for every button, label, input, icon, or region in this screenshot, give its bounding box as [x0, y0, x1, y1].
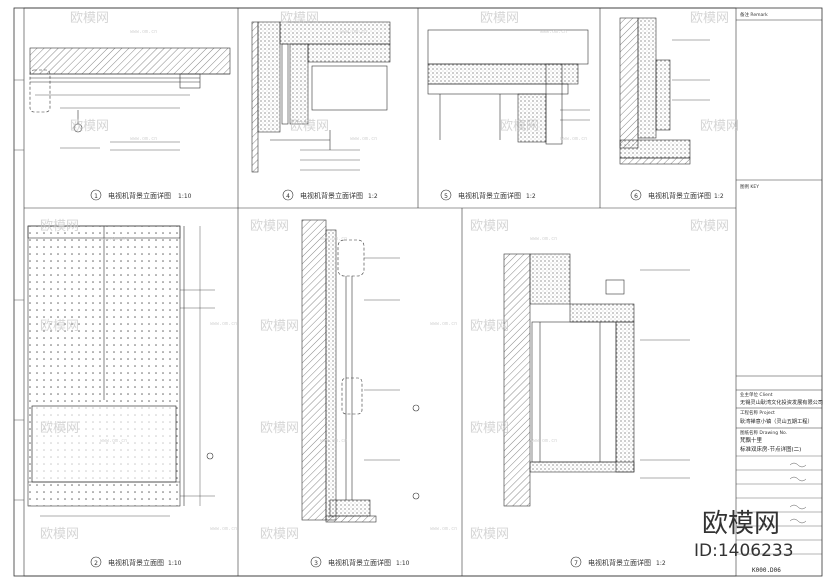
caption-detail-1: 1 电视机背景立面详图 1:10	[90, 189, 192, 201]
caption-detail-6: 6 电视机背景立面详图 1:2	[630, 189, 724, 201]
caption-title: 电视机背景立面详图	[648, 191, 711, 200]
caption-title: 电视机背景立面详图	[108, 191, 171, 200]
caption-scale: 1:10	[396, 560, 410, 567]
watermark-brand: 欧模网	[40, 527, 79, 542]
watermark-brand: 欧模网	[500, 119, 539, 134]
caption-num: 2	[94, 560, 98, 567]
drawing-label: 图纸名称 Drawing No.	[740, 429, 787, 436]
watermark-brand: 欧模网	[290, 119, 329, 134]
left-margin-strip	[14, 79, 24, 501]
caption-scale: 1:10	[178, 193, 192, 200]
watermark-brand: 欧模网	[280, 11, 319, 26]
remark-label: 备注 Remark	[740, 11, 768, 18]
watermark-site: www.om.cn	[100, 438, 127, 444]
watermark-brand: 欧模网	[470, 319, 509, 334]
drawing-title-1: 梵飘十里	[740, 436, 763, 444]
caption-title: 电视机背景立面详图	[300, 191, 363, 200]
watermark-site: www.om.cn	[530, 236, 557, 242]
watermark-brand: 欧模网	[470, 527, 509, 542]
watermark-site: www.om.cn	[210, 321, 237, 327]
watermark-brand: 欧模网	[70, 11, 109, 26]
caption-detail-7: 7 电视机背景立面详图 1:2	[570, 556, 666, 568]
caption-scale: 1:10	[168, 560, 182, 567]
watermark-site: www.om.cn	[130, 136, 157, 142]
caption-detail-4: 4 电视机背景立面详图 1:2	[282, 189, 378, 201]
project-label: 工程名称 Project	[740, 409, 775, 416]
watermark-brand: 欧模网	[260, 421, 299, 436]
watermark-brand: 欧模网	[690, 11, 729, 26]
detail-1-drawing	[29, 47, 231, 151]
detail-7-drawing	[503, 253, 690, 507]
detail-6-drawing	[619, 17, 710, 165]
watermark-site: www.om.cn	[100, 236, 127, 242]
caption-num: 7	[574, 560, 578, 567]
caption-scale: 1:2	[526, 193, 536, 200]
watermark-brand: 欧模网	[480, 11, 519, 26]
watermark-site: www.om.cn	[540, 29, 567, 35]
caption-title: 电视机背景立面详图	[328, 558, 391, 567]
watermark-site: www.om.cn	[340, 29, 367, 35]
sheet-number: K000.D06	[752, 567, 781, 574]
caption-title: 电视机背景立面图	[108, 558, 164, 567]
caption-detail-2: 2 电视机背景立面图 1:10	[90, 556, 182, 568]
caption-num: 5	[444, 193, 448, 200]
watermark-site: www.om.cn	[320, 438, 347, 444]
caption-num: 3	[314, 560, 318, 567]
watermark-site: www.om.cn	[350, 136, 377, 142]
signature-marks	[789, 462, 807, 524]
watermark-site: www.om.cn	[430, 321, 457, 327]
key-label: 图例 KEY	[740, 183, 759, 190]
watermark-site: www.om.cn	[430, 526, 457, 532]
watermark-brand: 欧模网	[70, 119, 109, 134]
project-name: 耿湾禅意小镇（灵山五期工程）	[740, 417, 813, 425]
caption-scale: 1:2	[714, 193, 724, 200]
watermark-large: 欧模网 ID:1406233	[694, 509, 794, 561]
caption-detail-3: 3 电视机背景立面详图 1:10	[310, 556, 410, 568]
watermark-brand: 欧模网	[690, 219, 729, 234]
detail-captions: 1 电视机背景立面详图 1:10 4 电视机背景立面详图 1:2 5 电视机背景…	[90, 189, 724, 568]
caption-num: 6	[634, 193, 638, 200]
detail-2-drawing	[27, 225, 215, 517]
watermark-site: www.om.cn	[130, 29, 157, 35]
watermark-brand: 欧模网	[260, 319, 299, 334]
watermark-brand: 欧模网	[700, 119, 739, 134]
watermark-brand: 欧模网	[470, 421, 509, 436]
watermark-id: ID:1406233	[694, 541, 794, 561]
caption-scale: 1:2	[368, 193, 378, 200]
watermark-brand-large: 欧模网	[702, 509, 780, 539]
watermark-brand: 欧模网	[40, 421, 79, 436]
detail-4-drawing	[251, 21, 391, 173]
watermarks: 欧模网 欧模网 欧模网 欧模网 欧模网 欧模网 欧模网 欧模网 欧模网 欧模网 …	[40, 11, 739, 542]
watermark-brand: 欧模网	[250, 219, 289, 234]
watermark-site: www.om.cn	[530, 438, 557, 444]
caption-detail-5: 5 电视机背景立面详图 1:2	[440, 189, 536, 201]
caption-num: 4	[286, 193, 290, 200]
caption-title: 电视机背景立面详图	[458, 191, 521, 200]
title-block: 备注 Remark 图例 KEY 业主单位 Client 无锡灵山耿湾文化投资发…	[736, 11, 823, 574]
watermark-site: www.om.cn	[210, 526, 237, 532]
detail-3-drawing	[301, 219, 420, 523]
watermark-brand: 欧模网	[40, 219, 79, 234]
watermark-brand: 欧模网	[470, 219, 509, 234]
client-label: 业主单位 Client	[740, 391, 773, 398]
caption-num: 1	[94, 193, 98, 200]
watermark-site: www.om.cn	[320, 236, 347, 242]
watermark-brand: 欧模网	[40, 319, 79, 334]
client-name: 无锡灵山耿湾文化投资发展有限公司	[740, 398, 823, 406]
caption-scale: 1:2	[656, 560, 666, 567]
caption-title: 电视机背景立面详图	[588, 558, 651, 567]
drawing-title-2: 标准双床房-节点详图(二)	[740, 445, 801, 453]
detail-5-drawing	[427, 29, 590, 145]
watermark-site: www.om.cn	[560, 136, 587, 142]
watermark-brand: 欧模网	[260, 527, 299, 542]
